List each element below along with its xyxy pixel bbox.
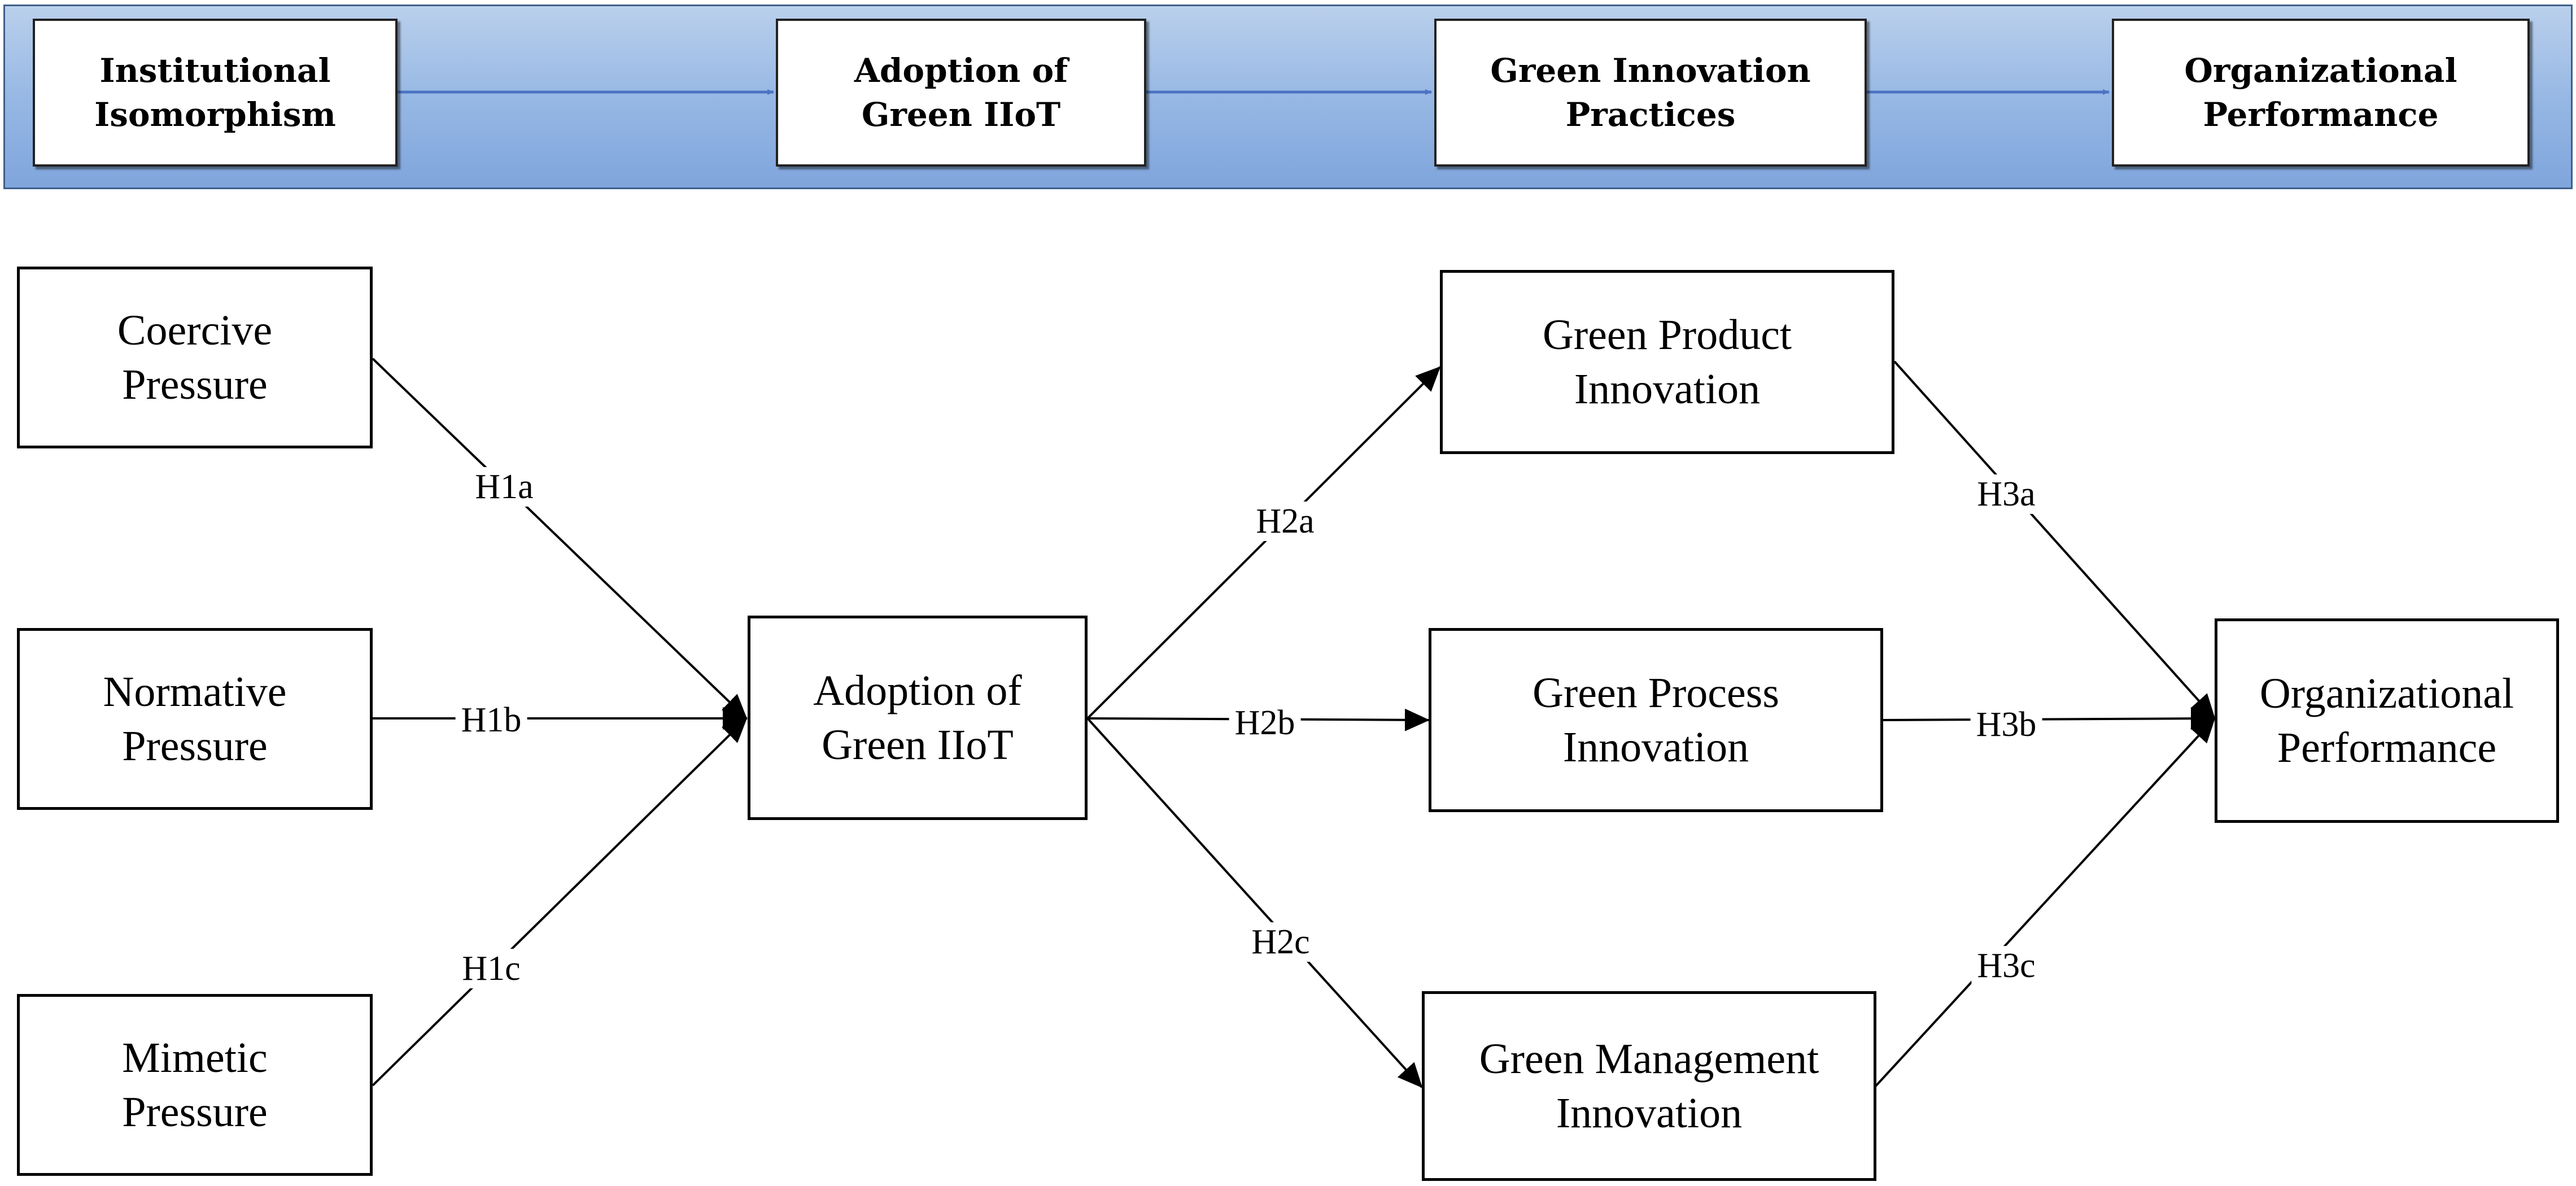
stage-adoption-green-iiot: Adoption of Green IIoT bbox=[776, 19, 1146, 167]
stage-green-innovation-practices: Green Innovation Practices bbox=[1434, 19, 1867, 167]
node-coercive-pressure: Coercive Pressure bbox=[17, 267, 373, 448]
label-h2a: H2a bbox=[1250, 502, 1320, 541]
path-h3c bbox=[1874, 717, 2216, 1088]
label-h1a: H1a bbox=[469, 467, 539, 507]
stage-label: Green Innovation Practices bbox=[1490, 51, 1811, 134]
label-h3a: H3a bbox=[1971, 474, 2041, 514]
path-h3b bbox=[1883, 707, 2216, 730]
path-h3a bbox=[1893, 360, 2216, 720]
node-label: Coercive Pressure bbox=[117, 307, 273, 408]
node-green-management-innovation: Green Management Innovation bbox=[1422, 991, 1876, 1181]
stage-label: Adoption of Green IIoT bbox=[854, 51, 1068, 134]
node-adoption-green-iiot: Adoption of Green IIoT bbox=[748, 616, 1088, 820]
node-label: Green Product Innovation bbox=[1542, 311, 1792, 413]
node-label: Adoption of Green IIoT bbox=[813, 667, 1022, 769]
node-mimetic-pressure: Mimetic Pressure bbox=[17, 994, 373, 1176]
node-green-product-innovation: Green Product Innovation bbox=[1440, 270, 1894, 454]
stage-organizational-performance: Organizational Performance bbox=[2112, 19, 2530, 167]
node-label: Normative Pressure bbox=[103, 668, 287, 770]
label-h1b: H1b bbox=[455, 700, 527, 740]
stage-label: Organizational Performance bbox=[2184, 51, 2457, 134]
path-h1a bbox=[372, 357, 748, 720]
label-h2c: H2c bbox=[1246, 922, 1316, 962]
label-h1c: H1c bbox=[456, 949, 526, 988]
node-green-process-innovation: Green Process Innovation bbox=[1429, 628, 1883, 812]
label-h3b: H3b bbox=[1970, 705, 2042, 744]
stage-institutional-isomorphism: Institutional Isomorphism bbox=[33, 19, 398, 167]
label-h3c: H3c bbox=[1971, 946, 2041, 986]
node-label: Green Management Innovation bbox=[1479, 1035, 1819, 1137]
label-h2b: H2b bbox=[1229, 703, 1301, 743]
node-label: Organizational Performance bbox=[2259, 670, 2514, 771]
path-h1c bbox=[372, 717, 748, 1087]
path-h2a bbox=[1086, 366, 1441, 720]
node-label: Mimetic Pressure bbox=[122, 1034, 268, 1136]
node-organizational-performance: Organizational Performance bbox=[2215, 618, 2559, 823]
path-h2c bbox=[1086, 717, 1423, 1088]
node-normative-pressure: Normative Pressure bbox=[17, 628, 373, 810]
node-label: Green Process Innovation bbox=[1532, 669, 1779, 771]
stage-label: Institutional Isomorphism bbox=[94, 51, 336, 134]
